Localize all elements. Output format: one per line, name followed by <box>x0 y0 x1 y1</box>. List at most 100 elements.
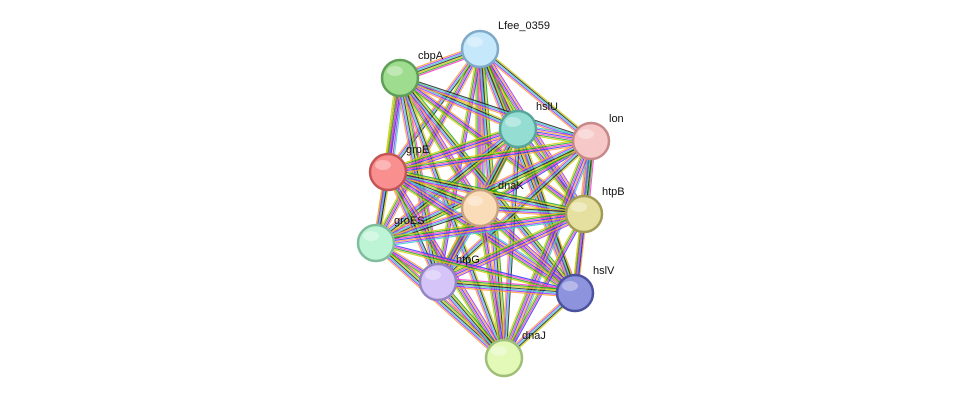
edge-strand <box>385 172 437 284</box>
edge-strand <box>376 49 482 244</box>
edge-strand <box>376 216 585 247</box>
node-highlight <box>491 346 507 356</box>
edge-strand <box>436 210 583 280</box>
node-hslV[interactable]: hslV <box>555 265 615 313</box>
edge-strand <box>376 217 585 248</box>
edge-strand <box>373 125 516 241</box>
node-Lfee_0359[interactable]: Lfee_0359 <box>460 20 550 69</box>
node-highlight <box>467 196 483 206</box>
node-groES[interactable]: groES <box>356 215 425 263</box>
node-circle[interactable] <box>564 194 604 234</box>
edge-strand <box>388 141 592 174</box>
node-circle[interactable] <box>555 273 595 313</box>
node-hslU[interactable]: hslU <box>498 101 558 149</box>
edge-strand <box>387 127 518 172</box>
edge-strand <box>502 128 518 358</box>
edge-strand <box>387 140 592 173</box>
node-label: hslV <box>593 265 615 277</box>
edge-strand <box>477 50 590 144</box>
node-highlight <box>467 37 483 47</box>
edge-strand <box>388 143 592 176</box>
edge-strand <box>437 212 584 282</box>
node-dnaJ[interactable]: dnaJ <box>484 330 546 378</box>
node-highlight <box>578 129 594 139</box>
edge-strand <box>375 244 575 296</box>
node-htpG[interactable]: htpG <box>418 254 480 302</box>
edge-strand <box>478 49 591 143</box>
edge-strand <box>438 214 585 284</box>
edge-strand <box>373 47 479 242</box>
edge-strand <box>501 128 517 358</box>
node-highlight <box>387 66 403 76</box>
edge-strand <box>437 285 575 298</box>
edge-strand <box>376 240 576 292</box>
edge-htpB-groES <box>375 209 585 248</box>
edge-strand <box>503 140 592 359</box>
edge-strand <box>437 282 575 295</box>
node-highlight <box>363 231 379 241</box>
edge-strand <box>377 50 483 245</box>
edge-strand <box>387 126 518 171</box>
node-circle[interactable] <box>571 121 611 161</box>
edge-strand <box>479 208 575 294</box>
node-circle[interactable] <box>460 29 500 69</box>
edge-strand <box>400 75 592 140</box>
edge-strand <box>437 281 576 294</box>
node-label: groES <box>394 215 425 227</box>
node-circle[interactable] <box>460 188 500 228</box>
edge-strand <box>386 173 574 296</box>
edge-strand <box>387 137 591 170</box>
edge-strand <box>385 47 479 172</box>
node-htpB[interactable]: htpB <box>564 186 625 234</box>
node-cbpA[interactable]: cbpA <box>380 50 444 98</box>
edge-strand <box>435 48 479 282</box>
node-label: hslU <box>536 101 558 113</box>
edge-strand <box>373 244 503 361</box>
edge-strand <box>438 49 482 283</box>
edge-strand <box>399 78 518 131</box>
edge-strand <box>375 128 519 244</box>
edge-strand <box>438 215 586 285</box>
node-circle[interactable] <box>380 58 420 98</box>
edge-strand <box>481 204 578 291</box>
edge-strand <box>480 47 593 141</box>
node-label: Lfee_0359 <box>498 20 550 32</box>
node-label: htpG <box>456 254 480 266</box>
node-dnaK[interactable]: dnaK <box>460 180 524 228</box>
node-circle[interactable] <box>498 109 538 149</box>
edge-strand <box>375 243 575 295</box>
node-circle[interactable] <box>356 223 396 263</box>
node-lon[interactable]: lon <box>571 113 624 161</box>
node-label: lon <box>609 113 624 125</box>
node-circle[interactable] <box>484 338 524 378</box>
node-highlight <box>562 281 578 291</box>
node-label: dnaJ <box>522 330 546 342</box>
node-label: cbpA <box>418 50 444 62</box>
edge-strand <box>438 278 576 291</box>
edge-strand <box>375 213 585 244</box>
edge-strand <box>376 241 576 293</box>
edge-strand <box>387 139 591 172</box>
edge-htpG-hslV <box>437 277 576 298</box>
edge-strand <box>481 46 594 140</box>
node-circle[interactable] <box>418 262 458 302</box>
edge-strand <box>438 277 576 290</box>
node-grpE[interactable]: grpE <box>368 144 429 192</box>
edge-strand <box>481 206 577 292</box>
edge-strand <box>398 80 518 133</box>
edge-strand <box>479 48 592 142</box>
edge-hslU-dnaJ <box>501 128 521 359</box>
node-circle[interactable] <box>368 152 408 192</box>
edge-strand <box>500 139 589 358</box>
node-highlight <box>505 117 521 127</box>
edge-strand <box>372 245 502 362</box>
edge-strand <box>517 128 576 294</box>
edge-strand <box>502 140 591 358</box>
edge-strand <box>386 48 480 172</box>
node-label: dnaK <box>498 180 524 192</box>
edge-strand <box>400 76 592 141</box>
edge-strand <box>504 141 593 359</box>
node-label: grpE <box>406 144 429 156</box>
edge-strand <box>439 49 483 283</box>
